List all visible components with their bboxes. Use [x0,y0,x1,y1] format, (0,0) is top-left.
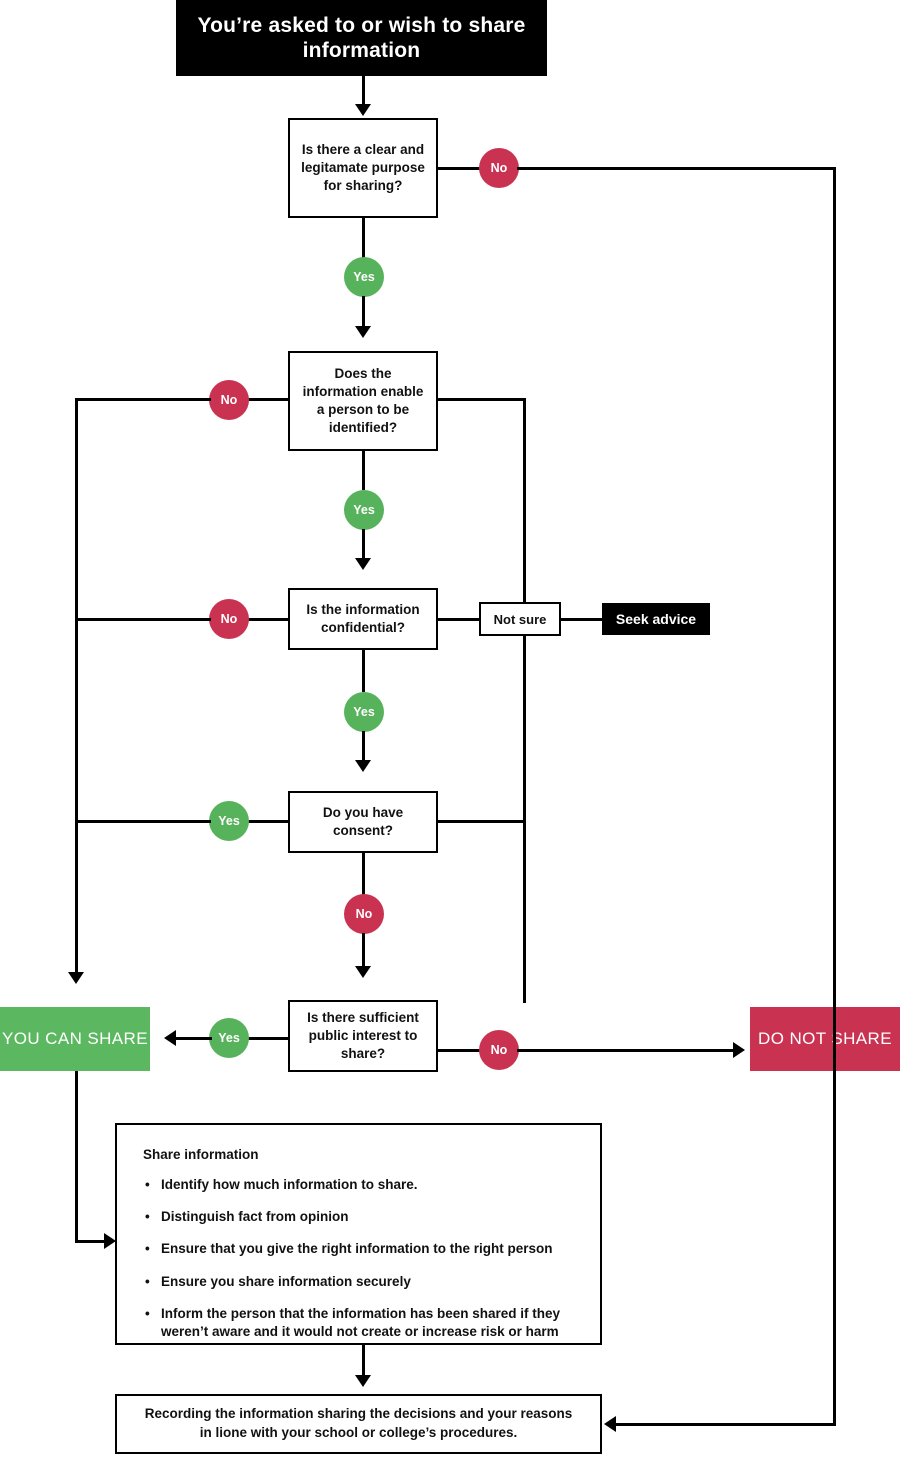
connector-confidential-yes-top [362,650,365,692]
connector-identify-no-right [248,398,290,401]
share-information-box: Share information Identify how much info… [115,1123,602,1345]
list-item: Distinguish fact from opinion [143,1208,574,1226]
badge-purpose-yes-label: Yes [353,270,375,284]
connector-consent-no-bottom [362,933,365,971]
connector-right-rail [833,167,836,1426]
badge-identify-no-label: No [220,393,238,407]
connector-confidential-no-right [248,618,290,621]
decision-purpose-label: Is there a clear and legitamate purpose … [301,141,425,194]
list-item: Ensure that you give the right informati… [143,1240,574,1258]
share-information-list: Identify how much information to share. … [143,1176,574,1341]
connector-public-no-left [438,1049,482,1052]
arrowhead-can-share-to-list [104,1233,116,1249]
badge-public-interest-yes: Yes [209,1018,249,1058]
start-terminal-label: You’re asked to or wish to share informa… [197,13,526,62]
result-do-not-share-label: DO NOT SHARE [758,1029,892,1049]
decision-public-interest-box: Is there sufficient public interest to s… [288,1000,438,1072]
connector-identify-right-rail [523,398,526,1003]
list-item: Ensure you share information securely [143,1273,574,1291]
start-terminal-box: You’re asked to or wish to share informa… [176,0,547,76]
decision-public-interest-label: Is there sufficient public interest to s… [307,1009,419,1062]
connector-purpose-no-right [517,167,836,170]
result-you-can-share-label: YOU CAN SHARE [2,1029,148,1049]
connector-identify-no-left [75,398,211,401]
seek-advice-label: Seek advice [615,611,697,627]
seek-advice-box: Seek advice [602,603,710,635]
badge-consent-no: No [344,894,384,934]
badge-public-interest-yes-label: Yes [218,1031,240,1045]
connector-identify-yes-bottom [362,529,365,564]
connector-confidential-yes-bottom [362,731,365,765]
connector-purpose-no-left [438,167,482,170]
badge-consent-yes-label: Yes [218,814,240,828]
connector-consent-right-stub [438,820,526,823]
connector-left-rail [75,398,78,976]
connector-consent-yes-left [75,820,211,823]
badge-confidential-yes-label: Yes [353,705,375,719]
badge-identify-no: No [209,380,249,420]
connector-public-yes-right [248,1037,290,1040]
arrowhead-consent-no [355,966,371,978]
list-item: Inform the person that the information h… [143,1305,574,1341]
not-sure-label: Not sure [493,611,547,627]
connector-consent-no-top [362,853,365,895]
decision-consent-box: Do you have consent? [288,791,438,853]
arrowhead-confidential-yes [355,760,371,772]
badge-consent-yes: Yes [209,801,249,841]
decision-consent-label: Do you have consent? [322,804,404,838]
connector-can-share-to-list [75,1240,107,1243]
badge-public-interest-no: No [479,1030,519,1070]
list-item: Identify how much information to share. [143,1176,574,1194]
arrowhead-list-to-record [355,1375,371,1387]
badge-purpose-no-label: No [490,161,508,175]
connector-purpose-yes-top [362,218,365,258]
arrowhead-public-no-to-do-not-share [733,1042,745,1058]
arrowhead-start-to-purpose [355,104,371,116]
decision-identify-box: Does the information enable a person to … [288,351,438,451]
connector-confidential-notsure-left [438,618,480,621]
arrowhead-left-rail-to-can-share [68,972,84,984]
connector-confidential-no-left [75,618,211,621]
badge-identify-yes: Yes [344,490,384,530]
connector-public-no-right [517,1049,735,1052]
decision-confidential-box: Is the information confidential? [288,588,438,650]
connector-start-to-purpose [362,76,365,110]
badge-confidential-no-label: No [220,612,238,626]
connector-identify-yes-top [362,451,365,490]
badge-identify-yes-label: Yes [353,503,375,517]
connector-can-share-down [75,1071,78,1243]
badge-public-interest-no-label: No [490,1043,508,1057]
decision-identify-label: Does the information enable a person to … [302,365,424,436]
decision-purpose-box: Is there a clear and legitamate purpose … [288,118,438,218]
connector-purpose-yes-bottom [362,296,365,332]
connector-list-to-record [362,1345,365,1381]
arrowhead-right-rail-to-record [604,1416,616,1432]
decision-confidential-label: Is the information confidential? [306,601,420,635]
share-information-heading: Share information [143,1147,259,1162]
connector-notsure-to-advice [560,618,603,621]
arrowhead-public-yes-to-can-share [164,1030,176,1046]
connector-right-rail-to-record [615,1423,835,1426]
arrowhead-purpose-yes [355,326,371,338]
badge-confidential-yes: Yes [344,692,384,732]
connector-identify-right-stub [438,398,526,401]
connector-public-yes-left [176,1037,212,1040]
result-do-not-share: DO NOT SHARE [750,1007,900,1071]
connector-consent-yes-right [248,820,290,823]
badge-purpose-yes: Yes [344,257,384,297]
record-information-box: Recording the information sharing the de… [115,1394,602,1454]
badge-purpose-no: No [479,148,519,188]
result-you-can-share: YOU CAN SHARE [0,1007,150,1071]
badge-consent-no-label: No [355,907,373,921]
badge-confidential-no: No [209,599,249,639]
not-sure-box: Not sure [479,602,561,636]
record-information-label: Recording the information sharing the de… [144,1406,573,1440]
arrowhead-identify-yes [355,558,371,570]
